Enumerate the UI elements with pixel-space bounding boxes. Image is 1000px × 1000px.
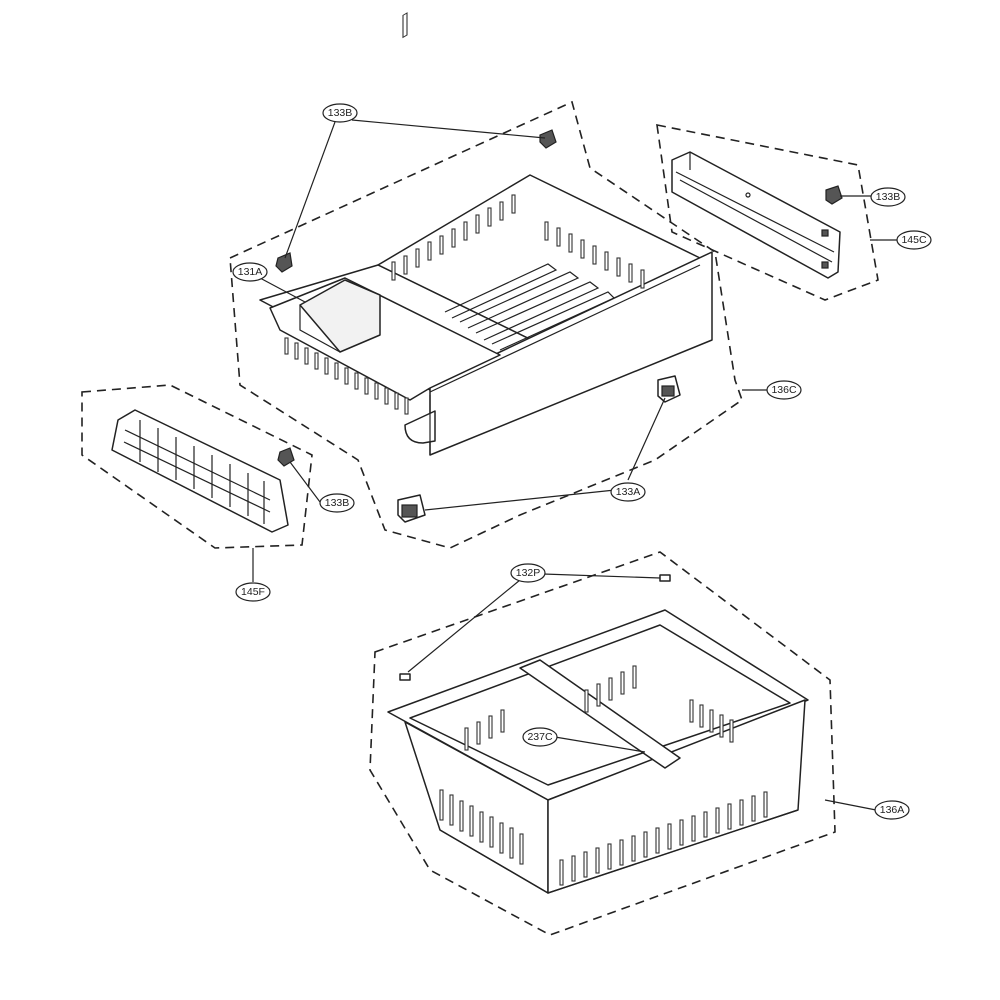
clip-133B-top xyxy=(539,129,557,149)
svg-text:237C: 237C xyxy=(527,731,553,743)
lower-drawer-136A xyxy=(387,609,809,894)
svg-text:133A: 133A xyxy=(616,486,641,498)
clip-133B-upper-left xyxy=(275,252,293,273)
svg-text:145F: 145F xyxy=(241,586,265,598)
group-outline-upper-drawer xyxy=(229,100,743,549)
callout-136A: 136A xyxy=(874,800,910,820)
clip-133B-right xyxy=(825,185,843,205)
svg-text:132P: 132P xyxy=(516,567,541,579)
svg-text:133B: 133B xyxy=(325,497,350,509)
callout-133A: 133A xyxy=(610,482,646,502)
callout-145F: 145F xyxy=(235,582,271,602)
upper-drawer-136C xyxy=(259,12,713,456)
lower-drawer-side-slots xyxy=(559,791,768,886)
cover-grid xyxy=(123,420,271,524)
group-outline-lower-drawer xyxy=(369,551,836,936)
rail-145C xyxy=(671,151,841,279)
svg-text:133B: 133B xyxy=(328,107,353,119)
callout-133B-left: 133B xyxy=(319,493,355,513)
callout-136C: 136C xyxy=(766,380,802,400)
svg-text:136C: 136C xyxy=(771,384,797,396)
upper-drawer-rear-slots xyxy=(391,194,516,281)
leader-lines xyxy=(252,119,898,811)
clip-133B-left xyxy=(277,447,295,467)
upper-drawer-side-slots xyxy=(284,337,409,415)
upper-drawer-right-slots xyxy=(544,221,645,289)
svg-text:145C: 145C xyxy=(901,234,927,246)
callout-133B-right: 133B xyxy=(870,187,906,207)
svg-text:136A: 136A xyxy=(880,804,905,816)
group-outline-rail-right xyxy=(656,123,879,301)
upper-drawer-back-slots xyxy=(402,12,408,39)
callout-133B-top: 133B xyxy=(322,103,358,123)
group-outline-cover-left xyxy=(81,384,313,549)
callout-131A: 131A xyxy=(232,262,268,282)
clip-132P-left xyxy=(399,673,411,681)
upper-drawer-floor-ribs xyxy=(444,263,616,351)
svg-text:131A: 131A xyxy=(238,266,263,278)
lower-drawer-inner-slots xyxy=(464,665,734,751)
clip-133A-right xyxy=(657,375,681,403)
svg-text:133B: 133B xyxy=(876,191,901,203)
clip-133A-left xyxy=(397,494,426,523)
clip-132P-right xyxy=(659,574,671,582)
callout-132P: 132P xyxy=(510,563,546,583)
callout-237C: 237C xyxy=(522,727,558,747)
cover-145F xyxy=(111,409,289,533)
callout-145C: 145C xyxy=(896,230,932,250)
lower-drawer-front-slots xyxy=(439,789,524,865)
